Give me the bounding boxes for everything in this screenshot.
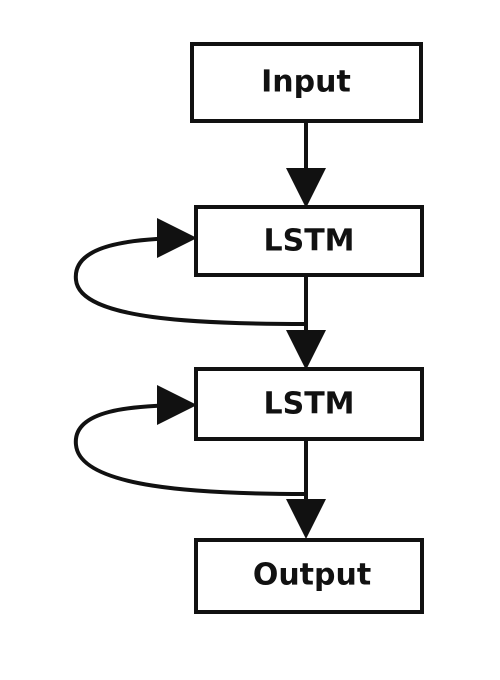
node-output: Output — [194, 538, 424, 614]
node-input-label: Input — [261, 65, 351, 100]
node-output-label: Output — [253, 558, 371, 593]
edge-lstm-1-recurrent-loop — [73, 218, 307, 326]
node-input-box — [190, 42, 423, 123]
node-lstm-2-label: LSTM — [263, 387, 354, 422]
node-lstm-2-box — [194, 367, 424, 441]
node-output-box — [194, 538, 424, 614]
node-lstm-1: LSTM — [194, 205, 424, 277]
edge-lstm-2-recurrent-loop — [73, 385, 307, 496]
node-lstm-2: LSTM — [194, 367, 424, 441]
node-lstm-1-label: LSTM — [263, 224, 354, 259]
node-input: Input — [190, 42, 423, 123]
